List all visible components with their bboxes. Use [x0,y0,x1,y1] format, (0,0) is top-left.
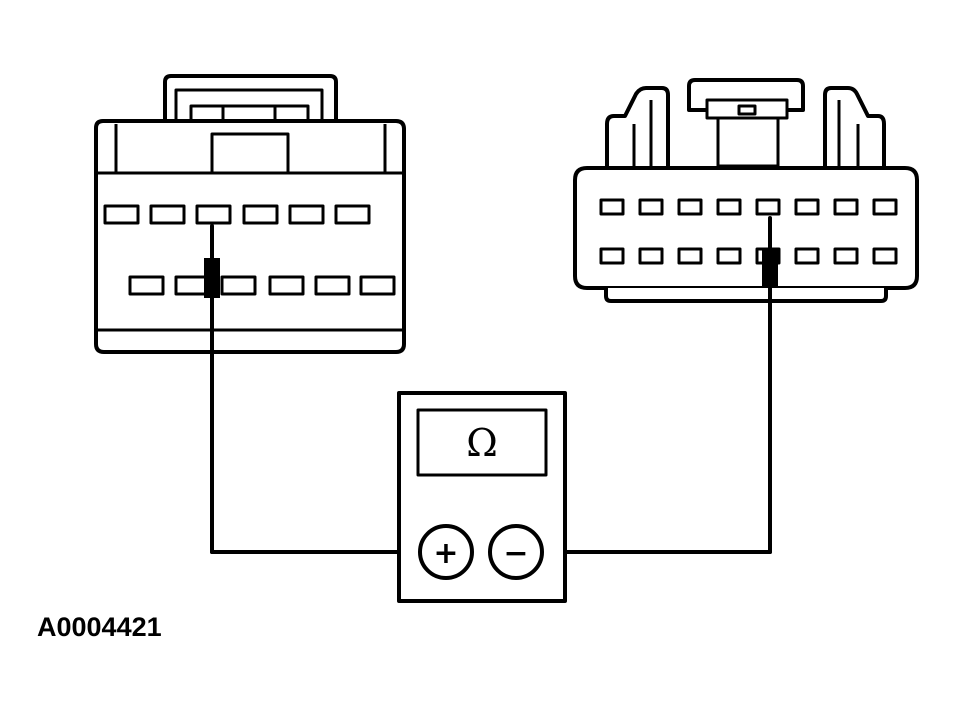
positive-terminal [418,524,474,580]
positive-terminal-label: + [433,536,458,571]
right-probed-pin [755,198,781,216]
right-pin-row-lower [599,247,898,265]
left-connector [94,74,406,354]
right-connector-body [573,166,919,290]
left-probed-pin [195,204,232,225]
left-connector-latch [163,74,338,124]
right-connector [573,78,919,303]
positive-test-lead [204,224,422,554]
right-probe-tip [762,248,778,288]
negative-terminal [488,524,544,580]
left-latch-post [210,132,290,175]
right-guide-left [605,86,670,172]
left-probe-tip [204,258,220,298]
ohmmeter: Ω + − [397,391,567,603]
ohmmeter-display [416,408,548,477]
right-connector-skirt [604,286,888,303]
right-pin-row-upper [599,198,898,216]
ohm-symbol: Ω [466,421,498,465]
right-latch-post [716,116,780,168]
negative-terminal-label: − [503,536,528,571]
negative-test-lead [542,216,778,554]
left-pin-row-lower [128,275,396,296]
figure-id: A0004421 [37,612,162,642]
right-guide-right [823,86,886,172]
left-pin-row-upper [103,204,371,225]
